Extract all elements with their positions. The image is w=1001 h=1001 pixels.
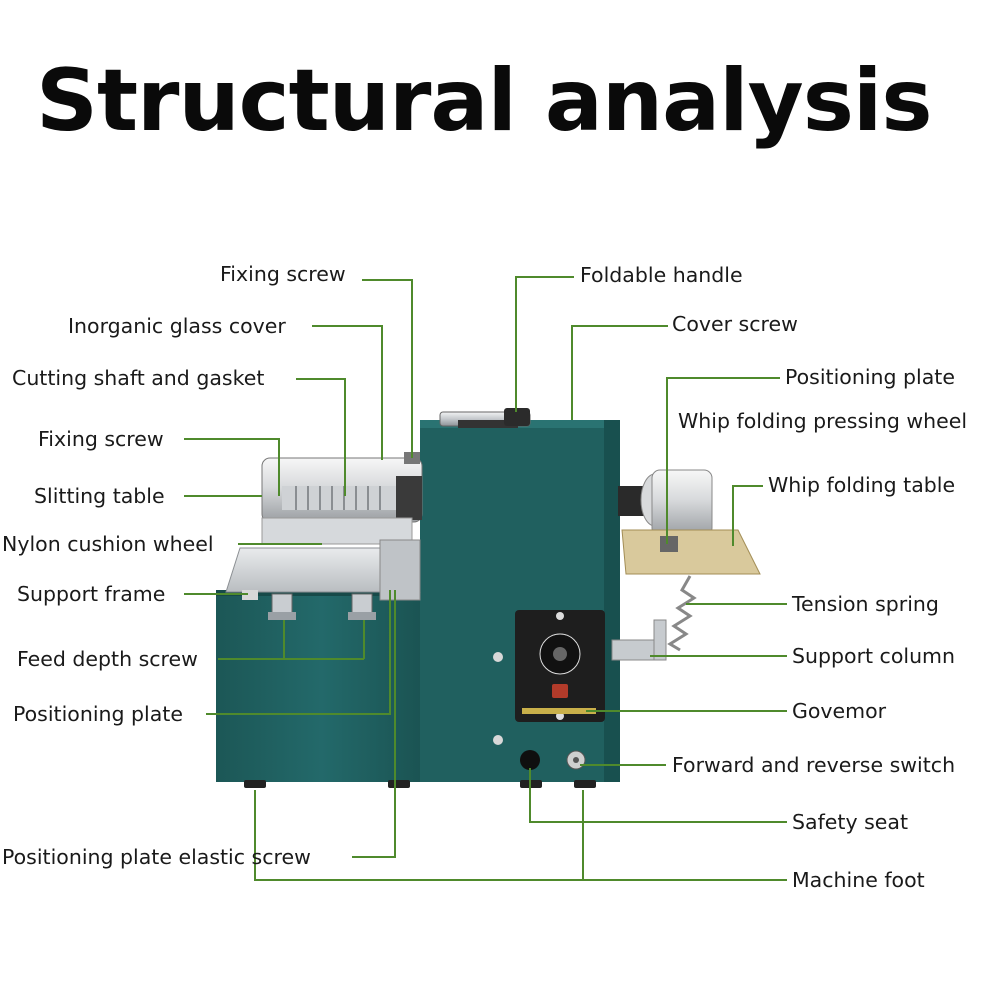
whip-folding-assembly: [618, 469, 761, 575]
label-tension-spring: Tension spring: [792, 592, 939, 616]
label-whip-folding-pressing-wheel: Whip folding pressing wheel: [678, 409, 968, 433]
label-nylon-cushion-wheel: Nylon cushion wheel: [2, 532, 214, 556]
tension-spring-part: [611, 575, 697, 661]
label-safety-seat: Safety seat: [792, 810, 908, 834]
label-support-frame: Support frame: [17, 582, 166, 606]
governor-panel: [515, 610, 605, 722]
label-cutting-shaft-gasket: Cutting shaft and gasket: [12, 366, 265, 390]
lower-cabinet: [216, 590, 428, 782]
label-forward-reverse-switch: Forward and reverse switch: [672, 753, 956, 777]
front-fittings: [493, 652, 586, 770]
label-feed-depth-screw: Feed depth screw: [17, 647, 198, 671]
label-positioning-plate-elastic-screw: Positioning plate elastic screw: [2, 845, 311, 869]
label-positioning-plate-left: Positioning plate: [13, 702, 183, 726]
page-title: Structural analysis: [36, 51, 933, 151]
label-whip-folding-table: Whip folding table: [768, 473, 956, 497]
label-fixing-screw: Fixing screw: [38, 427, 164, 451]
feed-depth-screws: [242, 590, 376, 620]
slitting-table-part: [225, 517, 421, 601]
label-positioning-plate-right: Positioning plate: [785, 365, 955, 389]
label-fixing-screw-top: Fixing screw: [220, 262, 346, 286]
label-inorganic-glass-cover: Inorganic glass cover: [68, 314, 286, 338]
leader-lines: [184, 276, 787, 881]
label-foldable-handle: Foldable handle: [580, 263, 743, 287]
roller-assembly: [261, 452, 423, 523]
main-cabinet: [420, 420, 620, 782]
label-support-column: Support column: [792, 644, 956, 668]
label-slitting-table: Slitting table: [34, 484, 165, 508]
label-govemor: Govemor: [792, 699, 887, 723]
label-machine-foot: Machine foot: [792, 868, 925, 892]
foldable-handle-part: [439, 408, 531, 428]
label-cover-screw: Cover screw: [672, 312, 798, 336]
